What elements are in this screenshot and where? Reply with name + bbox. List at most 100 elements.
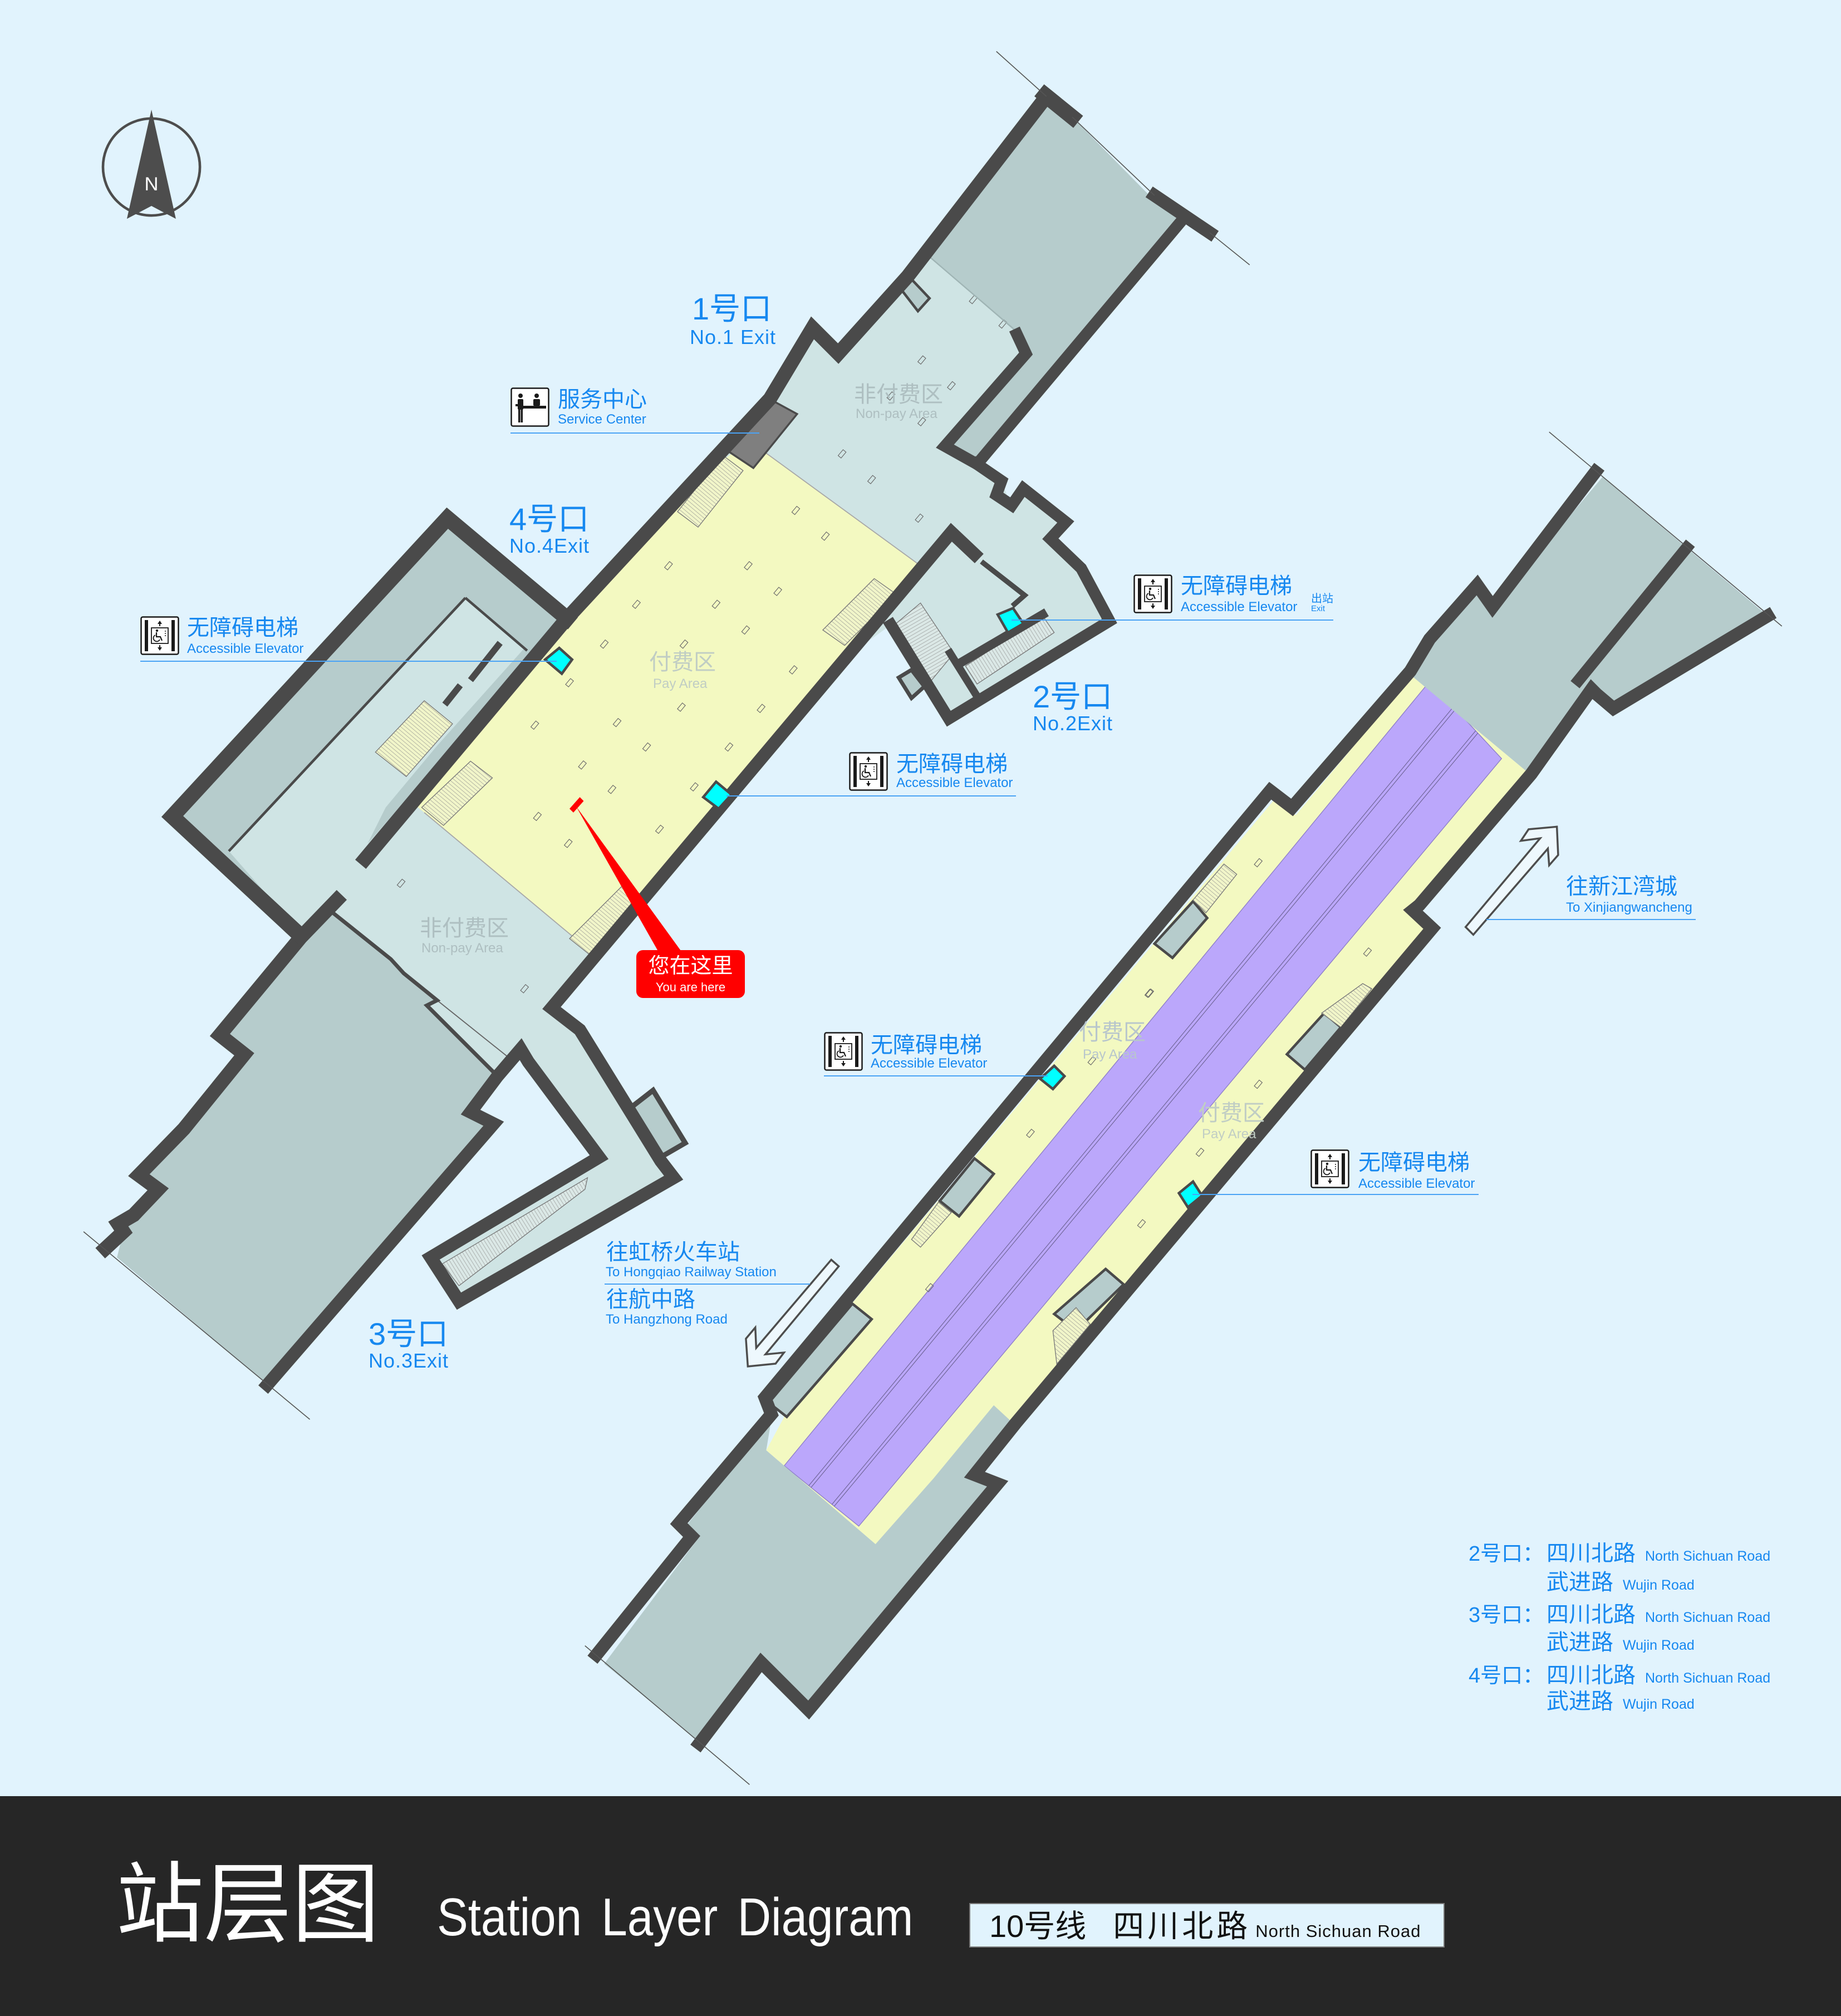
- elevator-exit-note-en: Exit: [1311, 604, 1325, 613]
- track-line: [808, 706, 1454, 1486]
- road-name-en: Wujin Road: [1623, 1638, 1695, 1653]
- exit-destination-row: 武进路 Wujin Road: [1469, 1631, 1695, 1654]
- elevator-leader-line: [1012, 619, 1333, 621]
- you-are-here-dot: [570, 797, 584, 813]
- exit-4-interior: [229, 598, 525, 934]
- wall: [883, 456, 1117, 727]
- track-line: [811, 709, 1456, 1488]
- exit-1-passage: [927, 102, 1180, 464]
- road-name: 四川北路: [1547, 1541, 1636, 1566]
- platform-end-lower: [604, 1405, 1011, 1740]
- elevator-label: 无障碍电梯: [1181, 574, 1292, 598]
- elevator-label-en: Accessible Elevator: [1358, 1176, 1475, 1191]
- road-name-en: North Sichuan Road: [1645, 1670, 1771, 1686]
- elevator-label-en: Accessible Elevator: [871, 1056, 988, 1071]
- compass-north-label: N: [145, 174, 159, 195]
- you-are-here-marker: 您在这里 You are here: [636, 950, 745, 998]
- open-edge: [585, 1645, 750, 1785]
- elevator-leader-line: [726, 795, 1016, 796]
- accessible-elevator-icon: [140, 616, 179, 655]
- escalator: [441, 1177, 588, 1286]
- side-room: [937, 1157, 996, 1218]
- you-are-here-label-en: You are here: [655, 980, 726, 994]
- exit-destination-row: 武进路 Wujin Road: [1469, 1690, 1695, 1713]
- escalator: [1320, 983, 1373, 1028]
- direction-leader-line: [1486, 919, 1696, 920]
- elevator-marker: [1177, 1179, 1204, 1209]
- elevator-label: 无障碍电梯: [1358, 1150, 1470, 1175]
- station-name-en: North Sichuan Road: [1255, 1921, 1421, 1941]
- line-station-badge: 10号线 四川北路 North Sichuan Road: [969, 1903, 1445, 1948]
- open-edge: [1549, 431, 1783, 627]
- direction-label-en: To Hangzhong Road: [606, 1312, 728, 1327]
- direction-label-en: To Hongqiao Railway Station: [606, 1265, 777, 1280]
- area-label: 非付费区: [420, 916, 509, 941]
- line-name: 10号线: [989, 1909, 1087, 1944]
- interior-wall: [945, 647, 981, 700]
- wall: [1034, 84, 1083, 128]
- exit-number: 3号口：: [1469, 1604, 1544, 1627]
- direction-label: 往虹桥火车站: [606, 1240, 740, 1265]
- exit-destination-row: 4号口： 四川北路 North Sichuan Road: [1469, 1664, 1770, 1686]
- road-name-en: North Sichuan Road: [1645, 1548, 1771, 1564]
- exit-destination-row: 2号口： 四川北路 North Sichuan Road: [1469, 1542, 1770, 1565]
- area-label: 付费区: [649, 650, 716, 675]
- wall: [1145, 186, 1219, 242]
- wall: [690, 607, 1777, 1753]
- elevator-label-en: Accessible Elevator: [187, 641, 304, 656]
- elevator-marker: [543, 646, 574, 676]
- pay-boundary-upper: [749, 440, 921, 567]
- elevator-marker: [995, 606, 1025, 635]
- accessible-elevator-icon: [849, 752, 888, 791]
- exit-1-label: 1号口: [692, 291, 772, 326]
- direction-label: 往新江湾城: [1566, 874, 1677, 899]
- elevator-leader-line: [1192, 1194, 1479, 1195]
- area-label-en: Non-pay Area: [856, 406, 937, 421]
- area-label-en: Pay Area: [1083, 1047, 1137, 1062]
- area-label-en: Pay Area: [1202, 1127, 1256, 1142]
- elevator-label: 无障碍电梯: [896, 752, 1008, 776]
- open-edge: [83, 1231, 311, 1420]
- elevator-marker: [701, 780, 734, 811]
- zone-edge: [926, 254, 1018, 332]
- escalator: [1192, 863, 1238, 914]
- road-name: 武进路: [1547, 1630, 1613, 1655]
- wall: [936, 214, 1189, 472]
- interior-wall: [228, 597, 467, 852]
- elevator-label-en: Accessible Elevator: [1181, 599, 1298, 614]
- track-lines: [808, 706, 1479, 1507]
- track-line: [834, 732, 1479, 1507]
- exit-3-block: [117, 913, 498, 1385]
- area-label-en: Pay Area: [653, 676, 708, 691]
- road-name-en: Wujin Road: [1623, 1577, 1695, 1593]
- elevator-label-en: Accessible Elevator: [896, 775, 1013, 790]
- exit-2-label-en: No.2Exit: [1033, 712, 1113, 735]
- open-edge: [996, 51, 1047, 97]
- exit-4-label-en: No.4Exit: [509, 534, 590, 557]
- footer-title: 站层图: [116, 1856, 380, 1954]
- you-are-here-label: 您在这里: [648, 955, 733, 978]
- exit-1-label-en: No.1 Exit: [690, 326, 777, 348]
- road-name: 武进路: [1547, 1689, 1613, 1714]
- pay-boundary-lower: [424, 812, 596, 956]
- accessible-elevator-icon: [1133, 574, 1172, 613]
- direction-label-en: To Xinjiangwancheng: [1566, 900, 1692, 915]
- exit-4-label: 4号口: [509, 501, 590, 537]
- direction-leader-line: [605, 1284, 810, 1285]
- side-room: [1152, 899, 1209, 960]
- road-name: 四川北路: [1547, 1602, 1636, 1627]
- area-label: 非付费区: [854, 382, 943, 407]
- service-center-label-en: Service Center: [558, 412, 646, 427]
- wall: [1570, 539, 1695, 689]
- open-edge: [1209, 232, 1250, 265]
- escalators: [375, 454, 1055, 1286]
- area-label: 付费区: [1079, 1020, 1146, 1045]
- area-label: 付费区: [1198, 1101, 1265, 1125]
- interior-wall: [980, 559, 1029, 608]
- concourse-pay-area: [409, 441, 921, 956]
- road-name: 四川北路: [1547, 1663, 1636, 1688]
- exit-number: 4号口：: [1469, 1664, 1544, 1688]
- accessible-elevator-icon: [824, 1032, 863, 1071]
- elevator-label: 无障碍电梯: [871, 1033, 982, 1058]
